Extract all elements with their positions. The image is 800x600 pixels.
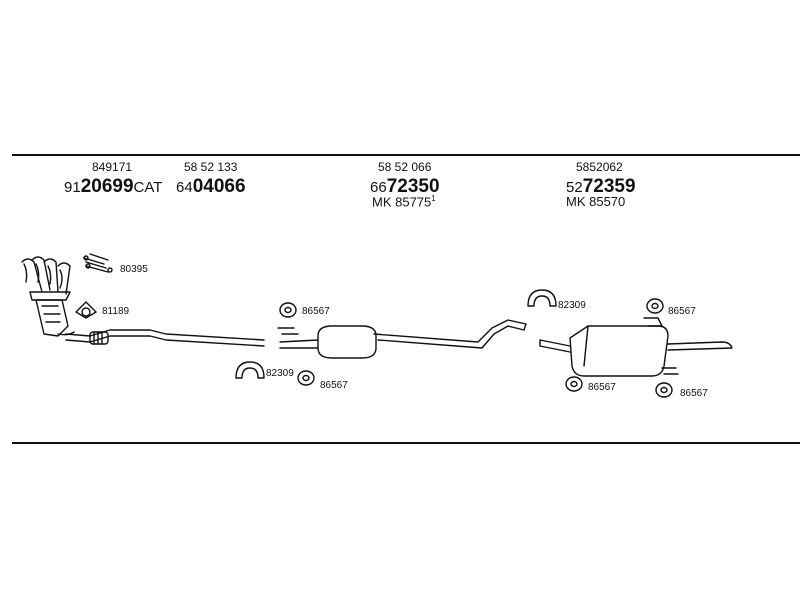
tag-86567-left-top: 86567 (302, 306, 330, 317)
col3-part-number: 6672350 (370, 176, 440, 198)
tag-86567-right-top: 86567 (668, 306, 696, 317)
col4-main: 72359 (582, 176, 636, 197)
clamp-82309-right (527, 289, 557, 307)
tag-86567-right-bottom-right: 86567 (680, 388, 708, 399)
tag-86567-left-bottom: 86567 (320, 380, 348, 391)
rubber-hanger-left-b (297, 370, 315, 386)
centre-silencer (279, 319, 527, 359)
col4-part-number: 5272359 (566, 176, 636, 198)
hanger-bracket-right-bottom (661, 367, 679, 375)
rubber-hanger-right-c (655, 382, 673, 398)
col3-main: 72350 (386, 176, 440, 197)
col1-part-number: 9120699CAT (64, 176, 162, 198)
col4-prefix: 52 (566, 179, 583, 196)
col2-top-number: 58 52 133 (184, 160, 238, 174)
col1-suffix: CAT (133, 179, 163, 196)
clamp-82309-left (235, 361, 265, 379)
col2-prefix: 64 (176, 179, 193, 196)
rubber-hanger-right-a (646, 298, 664, 314)
col4-top-number: 5852062 (576, 160, 623, 174)
col3-mk-sup: 1 (431, 194, 436, 203)
bolt-kit (83, 253, 113, 273)
tag-81189: 81189 (102, 306, 130, 317)
col1-main: 20699 (80, 176, 134, 197)
tag-82309-left: 82309 (266, 368, 294, 379)
col1-top-number: 849171 (92, 160, 133, 174)
col3-top-number: 58 52 066 (378, 160, 432, 174)
rear-silencer (539, 325, 733, 377)
hanger-bracket-right-top (643, 317, 663, 327)
tag-86567-right-bottom-left: 86567 (588, 382, 616, 393)
hanger-bracket-left (277, 327, 299, 335)
rubber-hanger-right-b (565, 376, 583, 392)
col1-prefix: 91 (64, 179, 81, 196)
exhaust-manifold (21, 256, 71, 301)
col3-prefix: 66 (370, 179, 387, 196)
col2-main: 04066 (192, 176, 246, 197)
bottom-rule (12, 442, 800, 444)
gasket-81189 (75, 301, 97, 319)
col3-mk-number: MK 857751 (372, 194, 436, 209)
tag-82309-right: 82309 (558, 300, 586, 311)
rubber-hanger-left-a (279, 302, 297, 318)
tag-80395: 80395 (120, 264, 148, 275)
catalytic-converter (35, 299, 75, 337)
col2-part-number: 6404066 (176, 176, 246, 198)
col3-mk: MK 85775 (372, 194, 432, 210)
front-pipe (65, 329, 265, 347)
top-rule (12, 154, 800, 156)
col4-mk-number: MK 85570 (566, 194, 626, 209)
